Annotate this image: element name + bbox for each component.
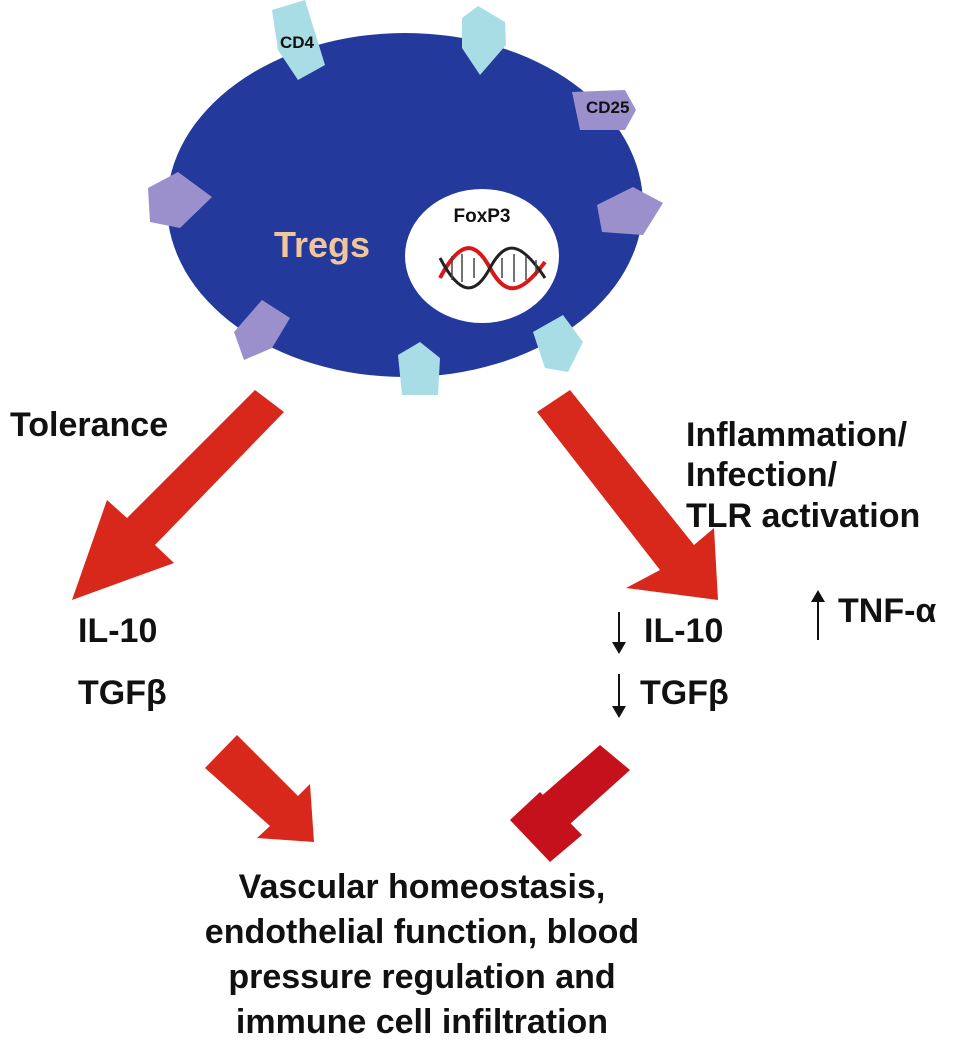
outcome-line-2: endothelial function, blood	[205, 913, 639, 951]
inflammation-label: Inflammation/	[686, 416, 908, 454]
cd25-receptor-icon	[597, 187, 663, 235]
up-arrow-icon	[811, 590, 825, 640]
tolerance-arrow	[72, 390, 284, 600]
tlr-activation-label: TLR activation	[686, 497, 920, 535]
inflammation-arrow	[537, 390, 718, 600]
cd25-label: CD25	[586, 98, 629, 117]
inhibition-bar	[510, 745, 630, 862]
cd4-receptor-icon	[398, 342, 440, 395]
infection-label: Infection/	[686, 456, 838, 494]
tnf-alpha-label: TNF-α	[838, 592, 936, 630]
outcome-line-4: immune cell infiltration	[236, 1003, 608, 1041]
left-tgfb-label: TGFβ	[78, 674, 167, 712]
down-arrow-icon	[612, 674, 626, 718]
cd4-label: CD4	[280, 33, 315, 52]
foxp3-label: FoxP3	[453, 206, 510, 227]
dna-helix-icon	[438, 246, 547, 291]
right-il10-label: IL-10	[644, 612, 723, 650]
cd25-receptor-icon	[148, 172, 212, 228]
right-tgfb-label: TGFβ	[640, 674, 729, 712]
stimulation-arrow	[205, 735, 314, 842]
cd25-receptor-icon	[234, 300, 290, 360]
left-il10-label: IL-10	[78, 612, 157, 650]
cd25-receptor-icon	[572, 90, 636, 130]
outcome-line-3: pressure regulation and	[228, 958, 615, 996]
treg-cell	[167, 33, 643, 377]
tregs-label: Tregs	[274, 224, 370, 265]
outcome-line-1: Vascular homeostasis,	[239, 868, 606, 906]
down-arrow-icon	[612, 612, 626, 654]
cd4-receptor-icon	[272, 0, 325, 80]
tolerance-label: Tolerance	[10, 406, 168, 444]
cd4-receptor-icon	[533, 315, 583, 372]
cd4-receptor-icon	[462, 6, 506, 75]
